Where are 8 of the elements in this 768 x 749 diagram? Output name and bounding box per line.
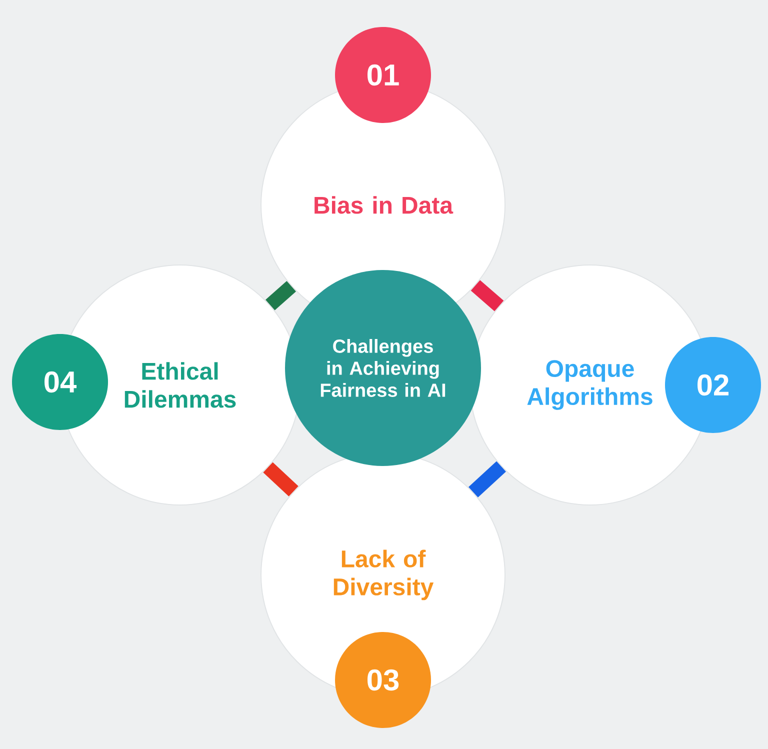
connector-bar bbox=[470, 280, 504, 312]
number-badge: 01 bbox=[335, 26, 431, 123]
connector-bar bbox=[468, 461, 506, 498]
number-badge: 03 bbox=[335, 632, 431, 728]
number-badge: 02 bbox=[665, 336, 761, 433]
number-badge: 04 bbox=[12, 334, 108, 430]
connector-bar bbox=[266, 281, 296, 310]
connector-bar bbox=[263, 462, 298, 496]
